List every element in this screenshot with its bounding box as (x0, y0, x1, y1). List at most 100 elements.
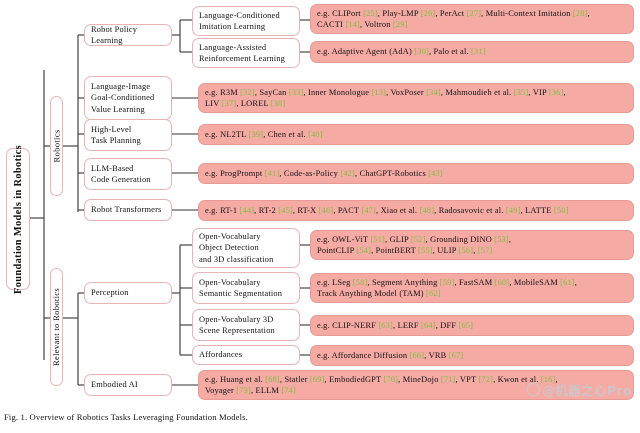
citation-ref: [51] (370, 234, 386, 244)
example-node-robot-transformers: e.g. RT-1 [44], RT-2 [45], RT-X [46], PA… (198, 200, 634, 221)
citation-ref: [62] (426, 289, 441, 298)
citation-ref: [49] (505, 205, 521, 215)
citation-ref: [58] (352, 277, 368, 287)
citation-ref: [57] (477, 246, 493, 255)
branch-node-relevant-to-robotics: Relevant to Robotics (50, 268, 63, 386)
citation-ref: [64] (421, 320, 436, 330)
subcategory-label-language-assisted-reinforcement-learning: Language-Assisted Reinforcement Learning (199, 42, 286, 63)
citation-ref: [36] (548, 87, 564, 97)
example-node-ov-object-detection: e.g. OWL-ViT [51], GLIP [52], Grounding … (310, 230, 634, 260)
citation-ref: [72] (478, 374, 494, 384)
citation-ref: [74] (281, 386, 297, 395)
category-node-embodied-ai: Embodied AI (84, 374, 172, 396)
example-node-ov-3d-scene: e.g. CLIP-NERF [63], LERF [64], DFF [65] (310, 315, 634, 336)
category-label-embodied-ai: Embodied AI (91, 380, 138, 390)
citation-ref: [39] (248, 129, 264, 139)
citation-ref: [60] (494, 277, 510, 287)
citation-ref: [37] (221, 99, 237, 108)
root-node-foundation-models: Foundation Models in Robotics (6, 144, 30, 294)
citation-ref: [50] (553, 205, 569, 215)
example-text-task-planning: e.g. NL2TL [39], Chen et al. [40] (205, 129, 323, 139)
example-text-ov-3d-scene: e.g. CLIP-NERF [63], LERF [64], DFF [65] (317, 320, 474, 330)
example-node-task-planning: e.g. NL2TL [39], Chen et al. [40] (198, 124, 634, 145)
citation-ref: [48] (419, 205, 435, 215)
example-text-lc-imitation: e.g. CLIPort [25], Play-LMP [26], PerAct… (317, 8, 590, 29)
citation-ref: [43] (428, 168, 443, 178)
example-node-la-reinforcement: e.g. Adaptive Agent (AdA) [30], Palo et … (310, 41, 634, 63)
example-text-affordances: e.g. Affordance Diffusion [66], VRB [67] (317, 350, 464, 360)
citation-ref: [34] (426, 87, 441, 97)
citation-ref: [65] (458, 320, 474, 330)
citation-ref: [70] (383, 374, 399, 384)
example-text-value-learning: e.g. R3M [32], SayCan [33], Inner Monolo… (205, 87, 566, 108)
citation-ref: [32] (240, 87, 255, 97)
subcategory-label-affordances: Affordances (199, 350, 243, 360)
citation-ref: [42] (340, 168, 356, 178)
category-node-code-generation: LLM-Based Code Generation (84, 158, 172, 190)
citation-ref: [40] (308, 129, 323, 139)
watermark-text: @机器之心Pro (542, 383, 632, 398)
citation-ref: [44] (239, 205, 255, 215)
citation-ref: [45] (278, 205, 293, 215)
example-text-robot-transformers: e.g. RT-1 [44], RT-2 [45], RT-X [46], PA… (205, 205, 569, 215)
citation-ref: [33] (288, 87, 304, 97)
category-label-code-generation: LLM-Based Code Generation (91, 163, 151, 184)
watermark: @机器之心Pro (527, 380, 632, 399)
subcategory-node-open-vocabulary-3d-scene-representation: Open-Vocabulary 3D Scene Representation (192, 309, 300, 341)
citation-ref: [68] (265, 374, 280, 384)
citation-ref: [71] (440, 374, 456, 384)
citation-ref: [73] (236, 386, 251, 395)
subcategory-label-language-conditioned-imitation-learning: Language-Conditioned Imitation Learning (199, 10, 280, 31)
category-label-robot-transformers: Robot Transformers (91, 205, 162, 215)
citation-ref: [47] (361, 205, 377, 215)
category-label-value-learning: Language-Image Goal-Conditioned Value Le… (91, 82, 155, 114)
category-node-robot-transformers: Robot Transformers (84, 199, 172, 221)
category-label-robot-policy-learning: Robot Policy Learning (91, 24, 138, 45)
category-node-perception: Perception (84, 282, 172, 304)
citation-ref: [28] (572, 8, 588, 18)
subcategory-label-open-vocabulary-3d-scene-representation: Open-Vocabulary 3D Scene Representation (199, 314, 275, 335)
citation-ref: [55] (418, 246, 433, 255)
category-node-value-learning: Language-Image Goal-Conditioned Value Le… (84, 76, 172, 120)
example-text-embodied-ai: e.g. Huang et al. [68], Statler [69], Em… (205, 374, 558, 395)
citation-ref: [53] (494, 234, 509, 244)
watermark-badge-icon (527, 383, 541, 396)
citation-ref: [26] (420, 8, 436, 18)
subcategory-node-language-assisted-reinforcement-learning: Language-Assisted Reinforcement Learning (192, 38, 300, 68)
citation-ref: [16] (540, 374, 556, 384)
example-node-affordances: e.g. Affordance Diffusion [66], VRB [67] (310, 345, 634, 366)
citation-ref: [69] (309, 374, 325, 384)
citation-ref: [54] (356, 246, 372, 255)
subcategory-label-open-vocabulary-object-detection: Open-Vocabulary Object Detection and 3D … (199, 232, 274, 264)
figure-canvas: Foundation Models in Robotics Robotics R… (6, 4, 634, 400)
subcategory-label-open-vocabulary-semantic-segmentation: Open-Vocabulary Semantic Segmentation (199, 277, 283, 298)
figure-caption: Fig. 1. Overview of Robotics Tasks Lever… (4, 412, 248, 422)
example-text-la-reinforcement: e.g. Adaptive Agent (AdA) [30], Palo et … (317, 47, 486, 57)
subcategory-node-language-conditioned-imitation-learning: Language-Conditioned Imitation Learning (192, 6, 300, 36)
citation-ref: [14] (345, 20, 360, 29)
citation-ref: [25] (363, 8, 378, 18)
example-node-embodied-ai: e.g. Huang et al. [68], Statler [69], Em… (198, 370, 634, 400)
example-node-code-generation: e.g. ProgPrompt [41], Code-as-Policy [42… (198, 163, 634, 184)
subcategory-node-open-vocabulary-object-detection: Open-Vocabulary Object Detection and 3D … (192, 228, 300, 268)
citation-ref: [13] (371, 87, 387, 97)
category-label-task-planning: High-Level Task Planning (91, 124, 141, 145)
citation-ref: [56] (458, 246, 474, 255)
category-node-task-planning: High-Level Task Planning (84, 119, 172, 151)
citation-ref: [30] (414, 47, 429, 57)
citation-ref: [38] (270, 99, 286, 108)
example-text-ov-object-detection: e.g. OWL-ViT [51], GLIP [52], Grounding … (317, 234, 512, 255)
category-node-robot-policy-learning: Robot Policy Learning (84, 24, 172, 46)
citation-ref: [52] (410, 234, 426, 244)
category-label-perception: Perception (91, 288, 129, 298)
example-node-lc-imitation: e.g. CLIPort [25], Play-LMP [26], PerAct… (310, 4, 634, 34)
citation-ref: [41] (264, 168, 280, 178)
citation-ref: [59] (439, 277, 455, 287)
citation-ref: [61] (560, 277, 575, 287)
example-node-ov-semantic-segmentation: e.g. LSeg [58], Segment Anything [59], F… (310, 273, 634, 303)
example-text-code-generation: e.g. ProgPrompt [41], Code-as-Policy [42… (205, 168, 443, 178)
subcategory-node-affordances: Affordances (192, 345, 300, 365)
branch-label-relevant-to-robotics: Relevant to Robotics (51, 287, 62, 367)
citation-ref: [46] (318, 205, 334, 215)
citation-ref: [66] (409, 350, 425, 360)
